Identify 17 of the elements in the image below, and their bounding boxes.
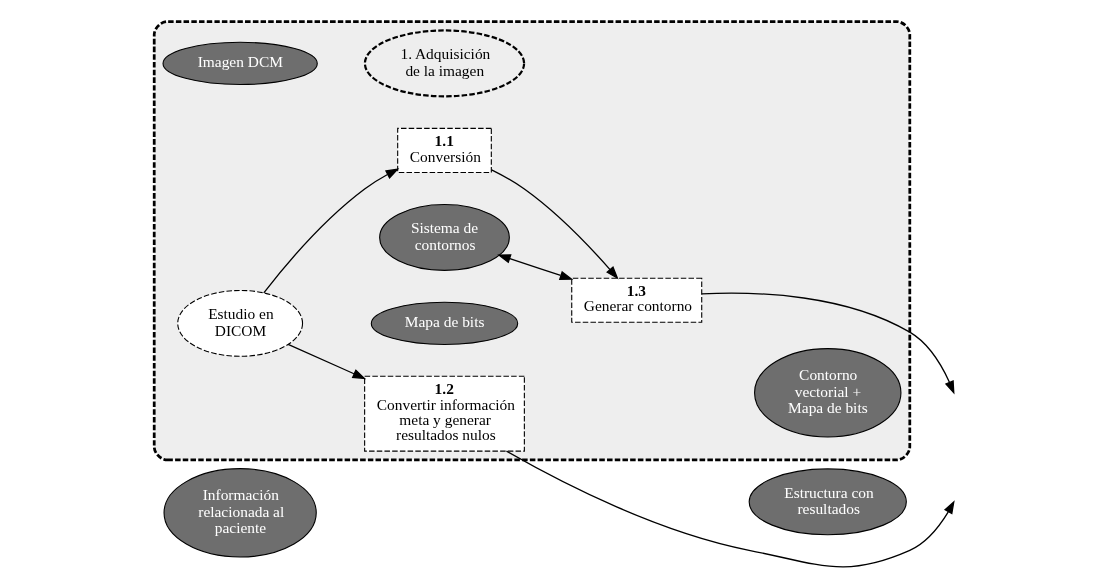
node-ellipse: Estudio en DICOM	[177, 289, 304, 357]
node-box: 1.3 Generar contorno	[571, 277, 703, 323]
node-ellipse: Contorno vectorial + Mapa de bits	[754, 348, 902, 438]
node-box: 1.2 Convertir información meta y generar resultados nulos	[364, 375, 525, 452]
arrow	[497, 254, 574, 280]
node-ellipse: Mapa de bits	[370, 301, 519, 346]
arrow	[701, 292, 955, 395]
node-ellipse: Estructura con resultados	[748, 468, 907, 536]
node-ellipse: Información relacionada al paciente	[163, 468, 317, 558]
node-ellipse: 1. Adquisición de la imagen	[363, 29, 526, 98]
cluster	[152, 20, 912, 462]
node-box: 1.1 Conversión	[397, 127, 492, 173]
node-ellipse: Imagen DCM	[162, 41, 318, 86]
arrow	[287, 343, 367, 380]
arrow	[263, 168, 400, 294]
arrow	[490, 169, 619, 280]
arrow	[505, 450, 955, 568]
